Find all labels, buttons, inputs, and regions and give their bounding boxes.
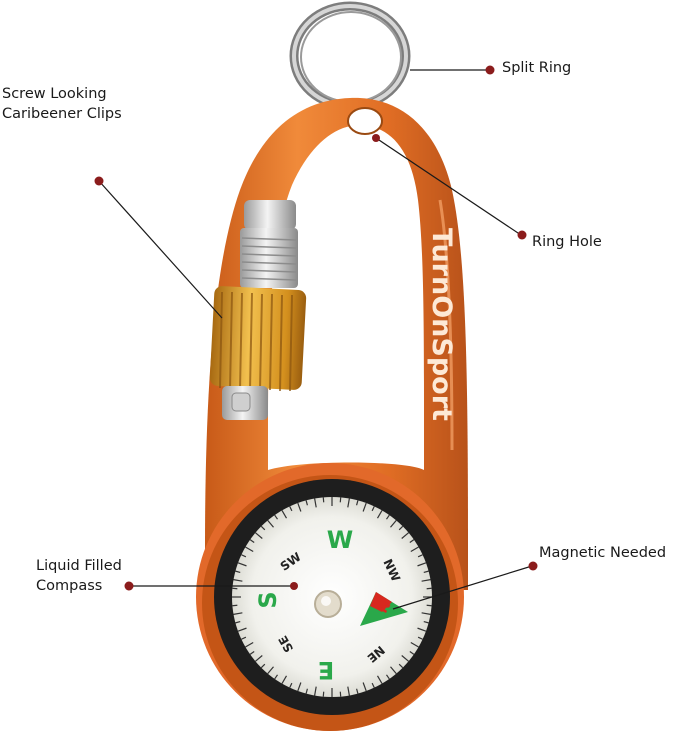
label-screw-clip-line2: Caribeener Clips <box>2 106 122 122</box>
dial-tick <box>362 682 367 692</box>
dial-tick <box>371 506 375 512</box>
dial-tick <box>362 502 367 512</box>
dial-tick <box>371 682 375 688</box>
dial-tick <box>401 655 409 662</box>
callout-magnetic <box>392 561 538 610</box>
dial-tick <box>398 663 404 669</box>
dial-tick <box>305 500 308 506</box>
brand-text: TurnOnSport <box>426 228 457 421</box>
dial-tick <box>249 650 255 655</box>
callout-split-ring <box>410 65 495 75</box>
label-magnetic: Magnetic Needed <box>539 545 667 561</box>
dial-tick <box>297 502 302 512</box>
dial-tick <box>237 562 247 567</box>
dial-tick <box>385 674 390 680</box>
screw-barrel <box>209 286 307 392</box>
label-ring-hole: Ring Hole <box>532 234 602 250</box>
dial-tick <box>376 510 383 519</box>
dial-tick <box>235 570 241 573</box>
callout-ring-hole <box>372 134 527 240</box>
dial-tick <box>260 525 266 531</box>
dial-tick <box>255 655 263 662</box>
dial-tick <box>233 579 243 582</box>
dial-tick <box>267 520 274 528</box>
dial-tick <box>390 520 397 528</box>
dial-tick <box>289 682 293 688</box>
dial-tick <box>255 532 263 539</box>
dial-label-w: W <box>327 526 353 554</box>
callout-compass <box>124 581 298 591</box>
label-split-ring: Split Ring <box>502 60 572 76</box>
label-compass: Liquid Filled Compass <box>36 556 122 596</box>
dial-tick <box>235 621 241 624</box>
dial-tick <box>274 674 279 680</box>
dial-tick <box>241 554 247 558</box>
split-ring <box>289 1 411 111</box>
dial-tick <box>409 539 415 544</box>
dial-tick <box>245 641 254 648</box>
dial-tick <box>241 636 247 640</box>
dial-tick <box>398 525 404 531</box>
dial-tick <box>237 627 247 632</box>
dial-tick <box>267 666 274 674</box>
dial-tick <box>289 506 293 512</box>
dial-tick <box>356 500 359 506</box>
dial-tick <box>347 686 350 696</box>
dial-tick <box>297 682 302 692</box>
dial-tick <box>314 686 317 696</box>
dial-tick <box>281 675 288 684</box>
gate-tip <box>240 200 298 288</box>
dial-tick <box>423 621 429 624</box>
compass-needle: N <box>360 592 408 626</box>
dial-tick <box>417 554 423 558</box>
dial-tick <box>245 546 254 553</box>
dial-tick <box>281 510 288 519</box>
dial-label-s: S <box>254 591 282 608</box>
gate-lower <box>222 386 268 420</box>
dial-tick <box>274 514 279 520</box>
label-screw-clip-line1: Screw Looking <box>2 86 107 102</box>
dial-tick <box>314 498 317 508</box>
dial-tick <box>385 514 390 520</box>
dial-tick <box>409 650 415 655</box>
dial-tick <box>410 641 419 648</box>
compass: W SW NW S SE E NE N <box>196 463 464 731</box>
label-compass-line2: Compass <box>36 578 103 594</box>
dial-tick <box>410 546 419 553</box>
dial-tick <box>233 612 243 615</box>
dial-tick <box>417 627 427 632</box>
dial-tick <box>401 532 409 539</box>
dial-tick <box>249 539 255 544</box>
dial-tick <box>376 675 383 684</box>
dial-tick <box>421 612 431 615</box>
dial-tick <box>260 663 266 669</box>
label-screw-clip: Screw Looking Caribeener Clips <box>2 84 122 124</box>
dial-tick <box>356 688 359 694</box>
ring-hole <box>347 107 383 135</box>
dial-tick <box>421 579 431 582</box>
label-compass-line1: Liquid Filled <box>36 558 122 574</box>
dial-tick <box>390 666 397 674</box>
dial-tick <box>417 562 427 567</box>
dial-tick <box>423 570 429 573</box>
dial-tick <box>347 498 350 508</box>
dial-tick <box>305 688 308 694</box>
dial-label-e: E <box>318 656 334 684</box>
dial-tick <box>417 636 423 640</box>
callout-screw-clip <box>94 176 223 319</box>
